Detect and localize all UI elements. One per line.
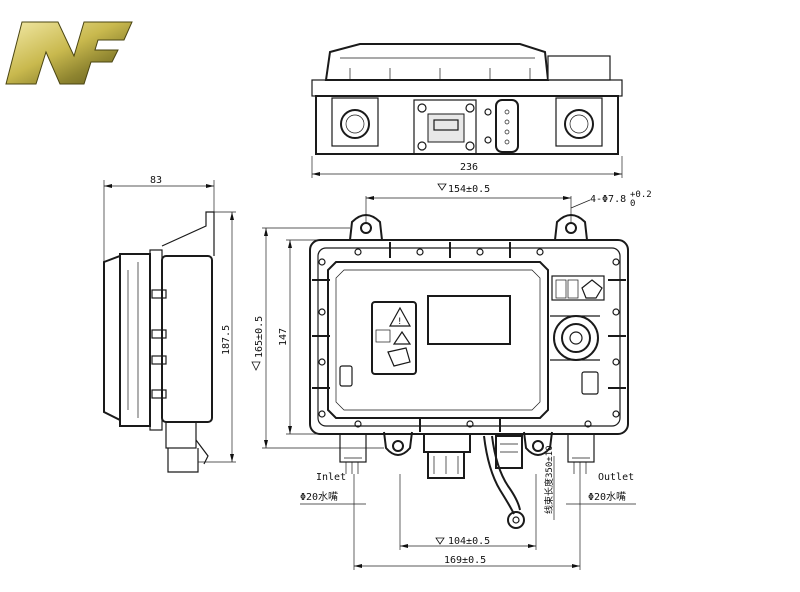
- dim-front-height-inner: 147: [278, 328, 289, 346]
- label-inlet-pipe: Φ20水嘴: [300, 491, 338, 503]
- dim-side-height: 187.5: [221, 325, 232, 355]
- dim-hole-spec: 4-Φ7.8: [590, 194, 626, 205]
- side-view: [103, 180, 236, 473]
- dim-side-depth: 83: [150, 175, 162, 186]
- svg-text:!: !: [397, 317, 402, 327]
- dim-pipe-total: 169±0.5: [444, 555, 486, 566]
- dim-front-height-outer: 165±0.5: [254, 316, 265, 358]
- label-inlet: Inlet: [316, 472, 346, 483]
- dim-cable-length: 线束长度350±10: [543, 445, 555, 514]
- dim-hole-tol: +0.2: [630, 190, 652, 200]
- nf-logo: [5, 21, 133, 85]
- top-view: [311, 43, 623, 178]
- dim-pipe-spacing: 104±0.5: [448, 536, 490, 547]
- label-outlet: Outlet: [598, 472, 634, 483]
- dim-top-width: 236: [460, 162, 478, 173]
- dim-hole-spacing: 154±0.5: [448, 184, 490, 195]
- label-outlet-pipe: Φ20水嘴: [588, 491, 626, 503]
- front-view: !: [251, 183, 636, 570]
- dim-hole-tol2: 0: [630, 199, 635, 209]
